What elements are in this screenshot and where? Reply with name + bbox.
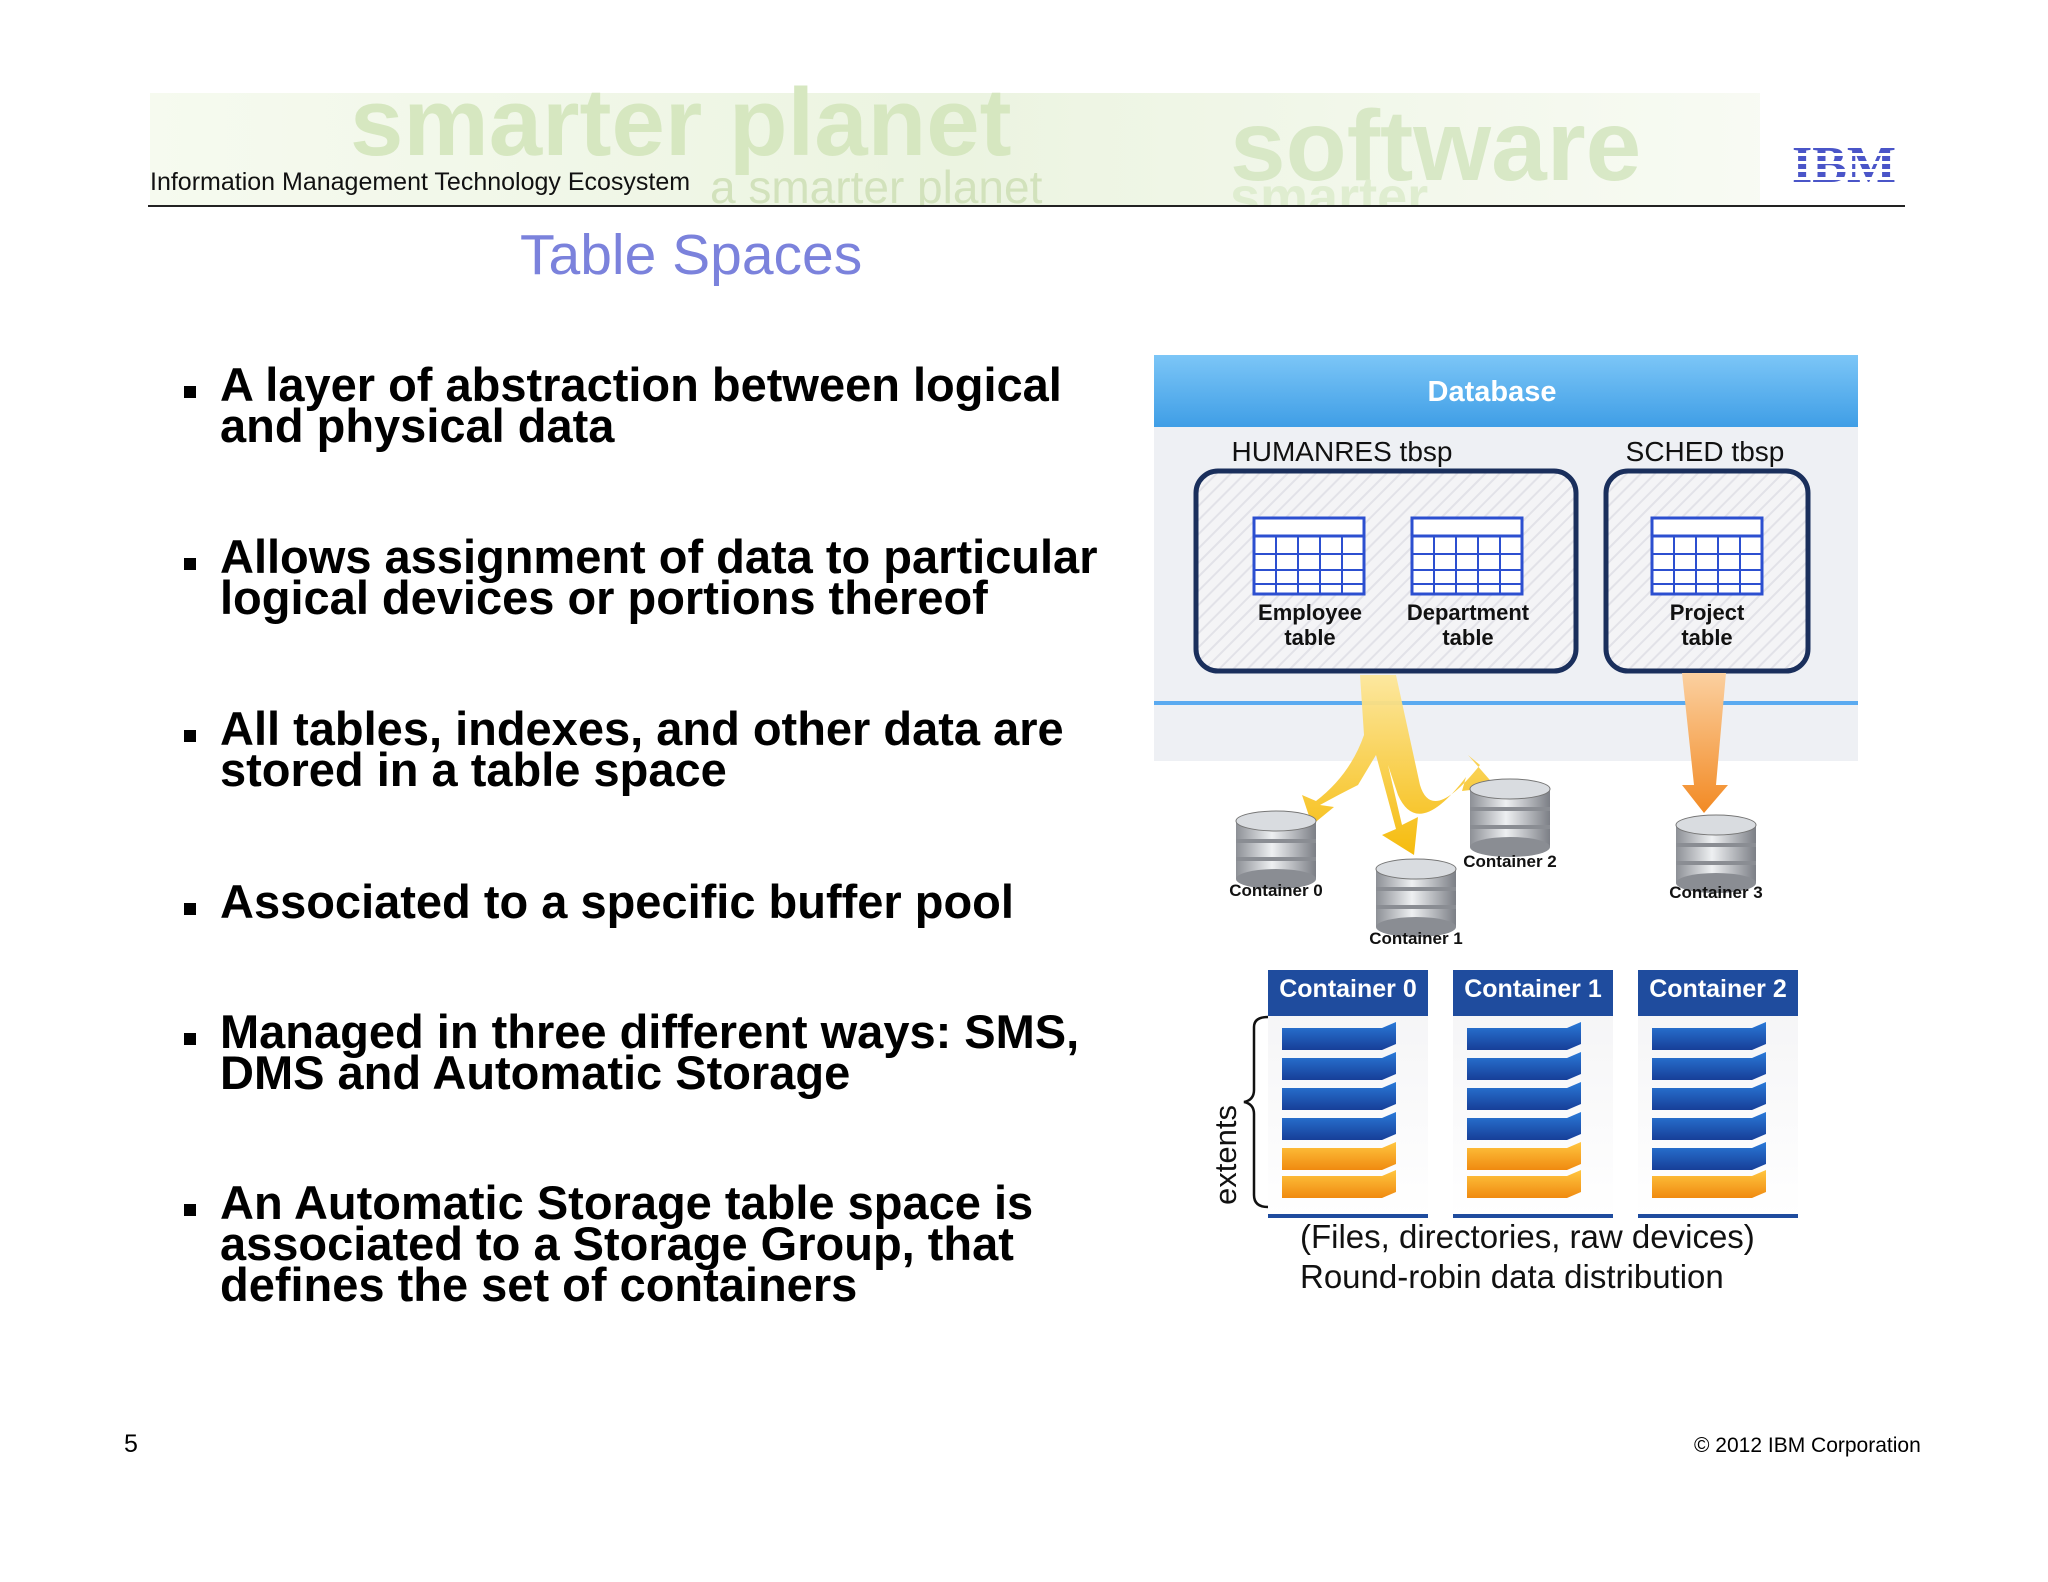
bullet-marker <box>184 558 196 570</box>
bullet-marker <box>184 903 196 915</box>
extent-container-label: Container 2 <box>1649 975 1787 1003</box>
extent-block <box>1467 1112 1581 1140</box>
table-icon <box>1410 516 1524 596</box>
header-divider <box>148 205 1905 207</box>
table-label: table <box>1284 625 1335 650</box>
bullet-line: All tables, indexes, and other data are <box>220 702 1064 755</box>
extent-block <box>1467 1082 1581 1110</box>
bullet-line: Managed in three different ways: SMS, <box>220 1005 1080 1058</box>
extent-block <box>1282 1142 1396 1170</box>
table-icon <box>1252 516 1366 596</box>
extent-block <box>1282 1052 1396 1080</box>
orange-arrow <box>1682 673 1728 813</box>
ibm-logo: IBM <box>1784 138 1904 190</box>
extent-block <box>1282 1112 1396 1140</box>
database-header <box>1154 355 1858 427</box>
page-number: 5 <box>124 1430 138 1458</box>
tablespace-humanres: HUMANRES tbsp Employee table Department … <box>1193 436 1579 674</box>
extent-block <box>1652 1170 1766 1198</box>
table-label: table <box>1681 625 1732 650</box>
extent-column-2 <box>1638 970 1798 1218</box>
banner-artwork: smarter planet a smarter planet software… <box>150 85 1760 205</box>
extent-block <box>1467 1022 1581 1050</box>
extent-column-1 <box>1453 970 1613 1218</box>
extents-label: extents <box>1208 1105 1243 1205</box>
extent-block <box>1282 1170 1396 1198</box>
copyright-notice: © 2012 IBM Corporation <box>1694 1434 1921 1457</box>
bullet-line: Allows assignment of data to particular <box>220 530 1098 583</box>
bullet-line: logical devices or portions thereof <box>220 571 988 624</box>
disk-container-label: Container 0 <box>1229 881 1323 900</box>
disk-container-1 <box>1375 858 1457 937</box>
table-label: Employee <box>1258 600 1362 625</box>
disk-container-3 <box>1675 814 1757 893</box>
bullet-line: A layer of abstraction between logical <box>220 358 1062 411</box>
bullet-line: defines the set of containers <box>220 1258 858 1311</box>
extent-block <box>1467 1170 1581 1198</box>
caption-line-1: (Files, directories, raw devices) <box>1300 1218 1755 1255</box>
bullet-marker <box>184 1033 196 1045</box>
extents-brace <box>1243 1015 1269 1209</box>
banner-word-2: a smarter planet <box>710 161 1043 205</box>
table-icon <box>1650 516 1764 596</box>
extent-block <box>1282 1082 1396 1110</box>
extent-block <box>1467 1142 1581 1170</box>
extent-block <box>1652 1082 1766 1110</box>
bullet-line: Associated to a specific buffer pool <box>220 875 1014 928</box>
disk-container-label: Container 2 <box>1463 852 1557 871</box>
extent-container-label: Container 0 <box>1279 975 1417 1003</box>
tablespace-sched: SCHED tbsp Project table <box>1603 436 1811 674</box>
banner-word-1: smarter planet <box>350 85 1012 176</box>
disk-container-label: Container 3 <box>1669 883 1763 902</box>
table-label: table <box>1442 625 1493 650</box>
extent-block <box>1282 1022 1396 1050</box>
extent-block <box>1467 1052 1581 1080</box>
tablespace-label: SCHED tbsp <box>1626 436 1785 467</box>
extent-container-label: Container 1 <box>1464 975 1602 1003</box>
disk-container-2 <box>1469 778 1551 857</box>
bullet-line: An Automatic Storage table space is <box>220 1176 1034 1229</box>
database-label: Database <box>1428 376 1557 408</box>
extent-block <box>1652 1142 1766 1170</box>
bullet-marker <box>184 386 196 398</box>
caption-line-2: Round-robin data distribution <box>1300 1258 1724 1295</box>
banner-word-4: smarter <box>1230 167 1428 205</box>
tablespace-label: HUMANRES tbsp <box>1232 436 1453 467</box>
header-section-title: Information Management Technology Ecosys… <box>150 168 691 196</box>
disk-container-label: Container 1 <box>1369 929 1463 948</box>
banner-word-3: software <box>1230 90 1641 202</box>
extent-block <box>1652 1052 1766 1080</box>
bullet-line: associated to a Storage Group, that <box>220 1217 1014 1270</box>
tablespace-diagram: Database HUMANRES tbsp Employee table De… <box>1154 355 1858 1295</box>
bullet-line: stored in a table space <box>220 743 727 796</box>
bullet-marker <box>184 730 196 742</box>
bullet-line: and physical data <box>220 399 615 452</box>
extent-block <box>1652 1112 1766 1140</box>
disk-container-0 <box>1235 810 1317 889</box>
yellow-arrows <box>1302 675 1496 855</box>
table-label: Project <box>1670 600 1745 625</box>
slide-title: Table Spaces <box>520 223 863 287</box>
extent-block <box>1652 1022 1766 1050</box>
table-label: Department <box>1407 600 1530 625</box>
bullet-line: DMS and Automatic Storage <box>220 1046 851 1099</box>
bullet-marker <box>184 1204 196 1216</box>
extent-column-0 <box>1268 970 1428 1218</box>
